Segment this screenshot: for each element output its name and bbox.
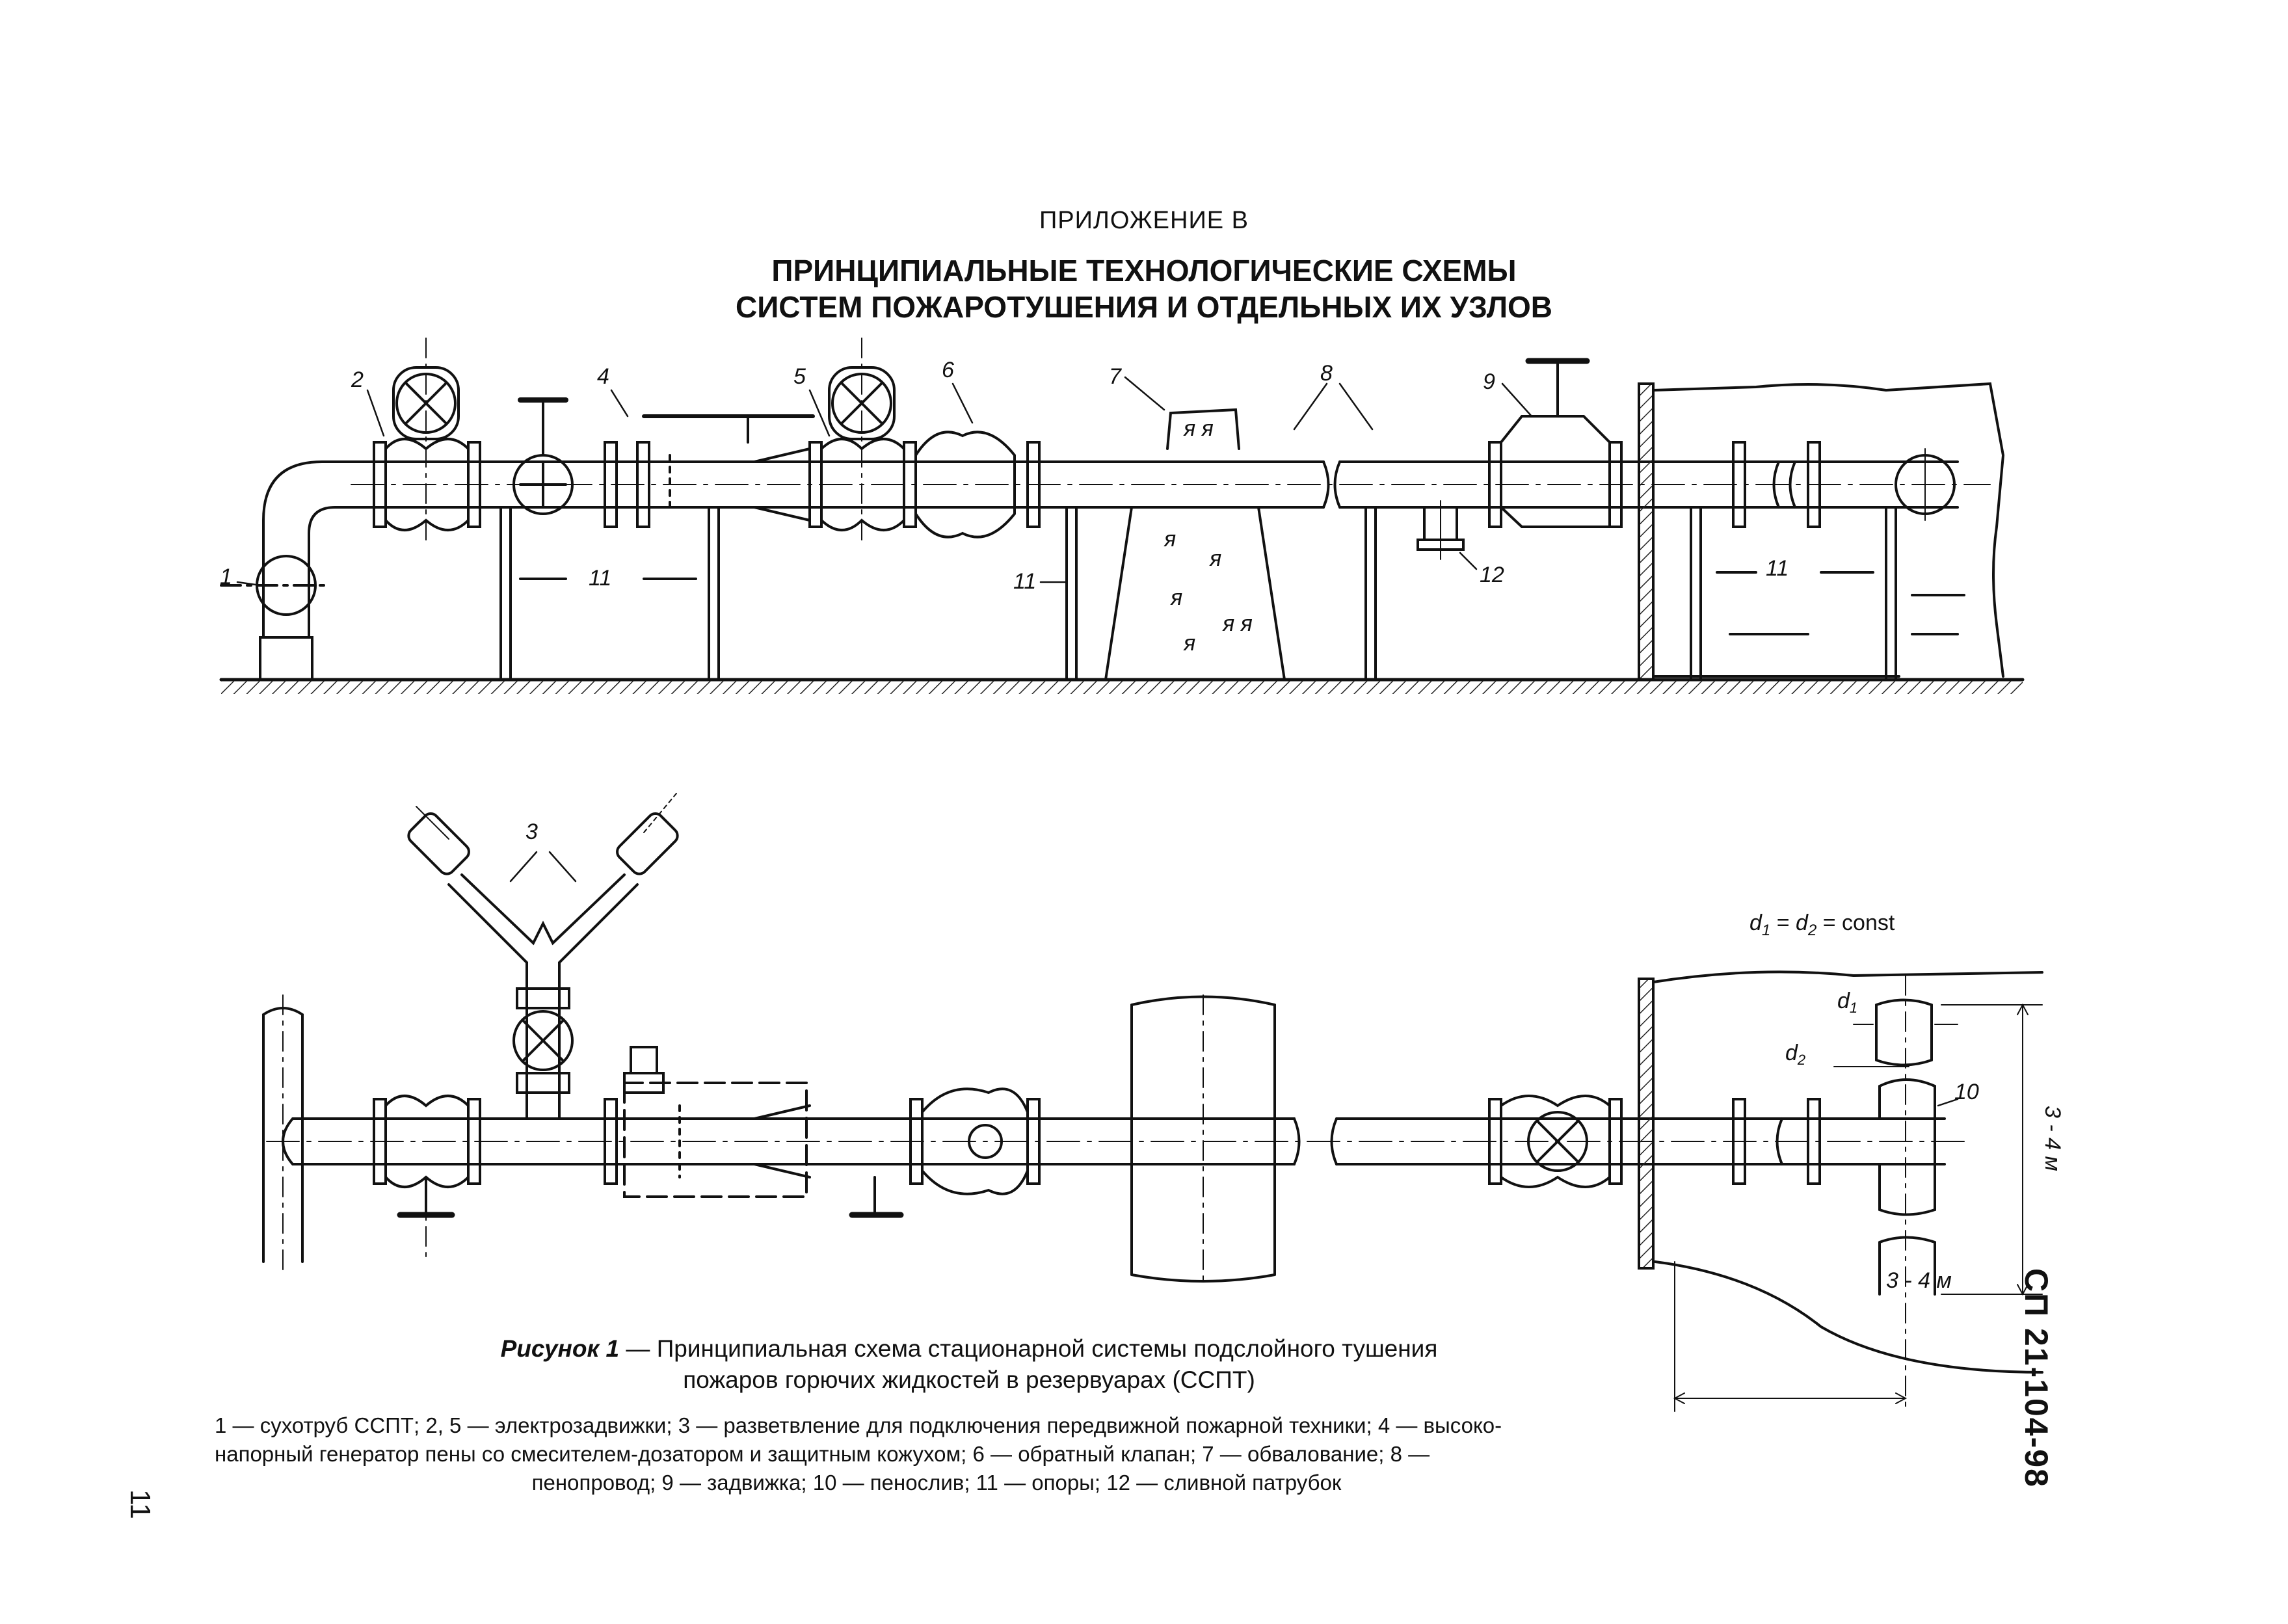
foam-generator-bottom [623, 1046, 811, 1198]
caption-text-1: Принципиальная схема стационарной систем… [656, 1335, 1438, 1362]
label-11c: 11 [1766, 556, 1789, 581]
check-valve-6 [914, 431, 1016, 539]
svg-text:я я: я я [1222, 611, 1253, 636]
svg-text:d1 = d2 = const: d1 = d2 = const [1749, 911, 1895, 939]
formula-eq2: = const [1816, 911, 1895, 935]
foam-spillway-10 [1813, 998, 1958, 1296]
dim-d1: d [1837, 989, 1850, 1013]
figure-label: Рисунок 1 [500, 1335, 620, 1362]
check-valve-6-bottom [849, 1087, 1029, 1218]
callout-labels: 1 2 4 5 6 7 8 9 11 11 11 12 3 10 [220, 358, 1979, 1104]
svg-text:я: я [1164, 527, 1176, 552]
formula-d1-sub: 1 [1762, 922, 1770, 939]
figure-caption: Рисунок 1 — Принципиальная схема стацион… [247, 1333, 1691, 1396]
formula-d1: d [1749, 911, 1763, 935]
formula-d2-sub: 2 [1807, 922, 1816, 939]
page-title: ПРИНЦИПИАЛЬНЫЕ ТЕХНОЛОГИЧЕСКИЕ СХЕМЫ СИС… [0, 252, 2288, 325]
dim-d1-sub: 1 [1850, 1000, 1857, 1016]
pipe-end-top [1772, 448, 1956, 521]
gate-valve-9 [1500, 358, 1611, 528]
label-8: 8 [1320, 361, 1333, 386]
embankment-bottom [1130, 994, 1276, 1283]
caption-line-2: пожаров горючих жидкостей в резервуарах … [683, 1366, 1255, 1393]
gate-valve-top [512, 397, 574, 515]
formula: d1 = d2 = const d1 d2 3 - 4 м 3 - 4 м [1749, 911, 2065, 1293]
electric-valve-2 [384, 338, 470, 540]
caption-dash: — [619, 1335, 657, 1362]
formula-d2: d [1796, 911, 1809, 935]
tank-wall-top [1638, 382, 2005, 681]
tank-wall-bottom [1638, 970, 2043, 1412]
label-1: 1 [220, 565, 232, 589]
label-7: 7 [1109, 364, 1122, 389]
dim-d2: d [1785, 1041, 1798, 1065]
title-line-2: СИСТЕМ ПОЖАРОТУШЕНИЯ И ОТДЕЛЬНЫХ ИХ УЗЛО… [735, 290, 1553, 324]
ground-hatch-top [221, 681, 2023, 694]
label-5: 5 [793, 364, 806, 389]
caption-line-1: Рисунок 1 — Принципиальная схема стацион… [247, 1333, 1691, 1364]
legend-line-3: пенопровод; 9 — задвижка; 10 — пенослив;… [531, 1471, 1342, 1495]
supports-top [499, 506, 1897, 681]
label-2: 2 [351, 367, 364, 392]
leader-lines-bottom [509, 851, 1959, 1107]
height-dimension [1941, 1003, 2043, 1296]
drain-pipe-12 [1417, 500, 1465, 560]
embankment-7: я я я я я я я я [1104, 408, 1286, 681]
svg-text:я: я [1170, 585, 1182, 610]
formula-eq1: = [1770, 911, 1796, 935]
dim-height-vertical: 3 - 4 м [2040, 1106, 2065, 1171]
svg-text:d1: d1 [1837, 989, 1857, 1016]
label-4: 4 [597, 364, 609, 389]
page-number: 11 [124, 1489, 156, 1519]
electric-valve-5 [820, 338, 905, 540]
appendix-label: ПРИЛОЖЕНИЕ В [1039, 207, 1249, 234]
svg-text:d2: d2 [1785, 1041, 1805, 1068]
label-6: 6 [942, 358, 954, 382]
main-pipe-bottom [266, 1117, 1971, 1165]
dim-height-lower: 3 - 4 м [1886, 1268, 1952, 1293]
foam-generator-4 [642, 414, 815, 522]
title-line-1: ПРИНЦИПИАЛЬНЫЕ ТЕХНОЛОГИЧЕСКИЕ СХЕМЫ [771, 254, 1517, 287]
svg-text:я я: я я [1183, 416, 1214, 441]
gate-valve-9-bottom [1500, 1095, 1611, 1188]
legend-line-2: напорный генератор пены со смесителем-до… [215, 1442, 1430, 1466]
legend-line-1: 1 — сухотруб ССПТ; 2, 5 — электрозадвижк… [215, 1413, 1502, 1437]
document-code: СП 21-104-98 [2018, 1268, 2055, 1488]
label-11b: 11 [1013, 569, 1036, 594]
figure-legend: 1 — сухотруб ССПТ; 2, 5 — электрозадвижк… [215, 1411, 1658, 1497]
dim-d2-sub: 2 [1797, 1052, 1805, 1068]
label-12: 12 [1480, 563, 1504, 587]
label-9: 9 [1483, 369, 1495, 394]
electric-valve-2-bottom [384, 1095, 470, 1262]
label-11a: 11 [589, 566, 611, 591]
svg-text:я: я [1183, 631, 1195, 656]
label-3: 3 [525, 819, 538, 844]
svg-text:я: я [1209, 546, 1221, 571]
dry-pipe-1 [220, 460, 366, 681]
label-10: 10 [1954, 1080, 1979, 1104]
branch-3 [407, 793, 679, 1120]
leader-lines-top [236, 376, 1533, 587]
